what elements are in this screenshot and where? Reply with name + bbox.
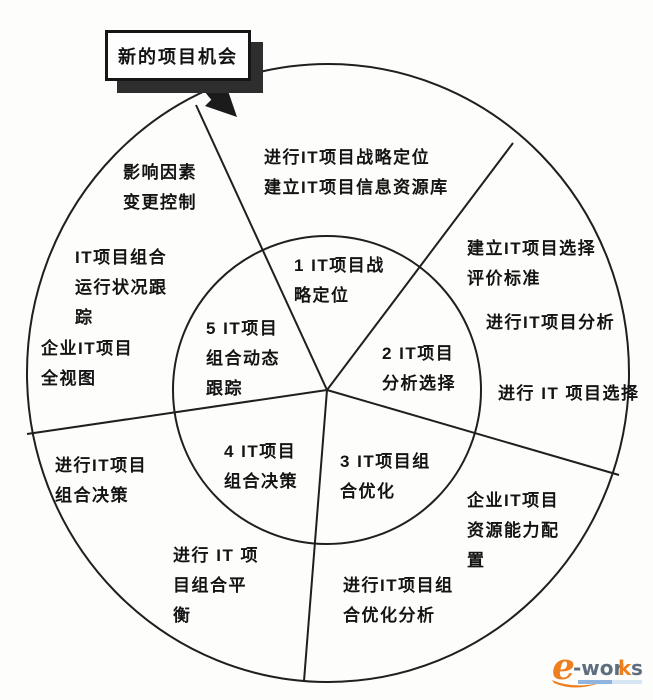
label-portfolio-balance: 进行 IT 项 目组合平 衡 [173,541,259,631]
label-line: 4 IT项目 [224,442,297,461]
eworks-logo-icon: e -wor k s [552,646,643,688]
spoke-left [26,389,328,435]
callout-arrow-head-icon [205,85,237,117]
label-line: 分析选择 [382,374,456,393]
label-line: 1 IT项目战 [294,256,385,275]
label-portfolio-decision: 进行IT项目 组合决策 [55,451,147,511]
label-line: 评价标准 [467,269,541,288]
label-project-analysis: 进行IT项目分析 [486,308,615,338]
label-line: 进行IT项目 [55,456,148,475]
label-line: 略定位 [294,286,350,305]
logo-swoosh-icon [552,680,600,688]
callout-new-project-opportunity: 新的项目机会 [105,30,251,81]
label-line: 资源能力配 [467,521,560,540]
label-line: 全视图 [41,369,97,388]
label-phase2-analysis-selection: 2 IT项目 分析选择 [382,339,456,399]
label-line: 组合动态 [206,349,280,368]
spoke-top-right [326,142,514,391]
label-phase3-optimization: 3 IT项目组 合优化 [340,447,431,507]
label-line: 2 IT项目 [382,344,455,363]
logo-letter-k: k [618,656,632,680]
label-line: 5 IT项目 [206,319,279,338]
label-line: 进行 IT 项目选择 [498,384,640,403]
logo-letter-s: s [631,656,643,680]
spoke-right [326,389,620,476]
label-phase5-dynamic-tracking: 5 IT项目 组合动态 跟踪 [206,314,280,404]
label-selection-criteria: 建立IT项目选择 评价标准 [467,234,596,294]
label-line: 踪 [75,308,94,327]
label-line: 建立IT项目信息资源库 [264,178,449,197]
label-phase1-strategy: 1 IT项目战 略定位 [294,251,385,311]
label-line: 置 [467,551,486,570]
label-line: 变更控制 [123,193,197,212]
label-line: 衡 [173,606,192,625]
callout-label: 新的项目机会 [118,46,238,67]
label-line: 进行IT项目战略定位 [264,148,431,167]
label-line: 组合决策 [55,486,129,505]
logo-letter-e: e [552,646,575,688]
logo-bar-right [612,680,642,684]
label-line: IT项目组合 [75,248,168,267]
label-line: 3 IT项目组 [340,452,431,471]
logo-text-wor: -wor [573,656,624,680]
label-line: 组合决策 [224,472,298,491]
label-strategy-positioning: 进行IT项目战略定位 建立IT项目信息资源库 [264,143,449,203]
eworks-logo: e -wor k s [548,642,652,696]
label-line: 目组合平 [173,576,247,595]
label-line: 进行 IT 项 [173,546,260,565]
label-line: 合优化 [340,482,396,501]
label-line: 进行IT项目分析 [486,313,616,332]
label-running-status-tracking: IT项目组合 运行状况跟 踪 [75,243,168,333]
label-resource-capacity: 企业IT项目 资源能力配 置 [467,486,560,576]
label-line: 进行IT项目组 [343,576,454,595]
outer-circle [26,63,630,683]
label-project-selection: 进行 IT 项目选择 [498,379,640,409]
logo-bar-left [578,680,612,684]
label-line: 建立IT项目选择 [467,239,597,258]
label-line: 企业IT项目 [41,339,134,358]
label-line: 影响因素 [123,163,197,182]
label-line: 合优化分析 [343,606,436,625]
label-enterprise-full-view: 企业IT项目 全视图 [41,334,133,394]
label-optimization-analysis: 进行IT项目组 合优化分析 [343,571,454,631]
spoke-bottom [303,389,328,682]
label-line: 跟踪 [206,379,243,398]
label-influence-change-control: 影响因素 变更控制 [123,158,197,218]
label-line: 运行状况跟 [75,278,168,297]
inner-circle [172,235,482,545]
label-phase4-decision: 4 IT项目 组合决策 [224,437,298,497]
spoke-top-left [195,104,328,391]
label-line: 企业IT项目 [467,491,560,510]
